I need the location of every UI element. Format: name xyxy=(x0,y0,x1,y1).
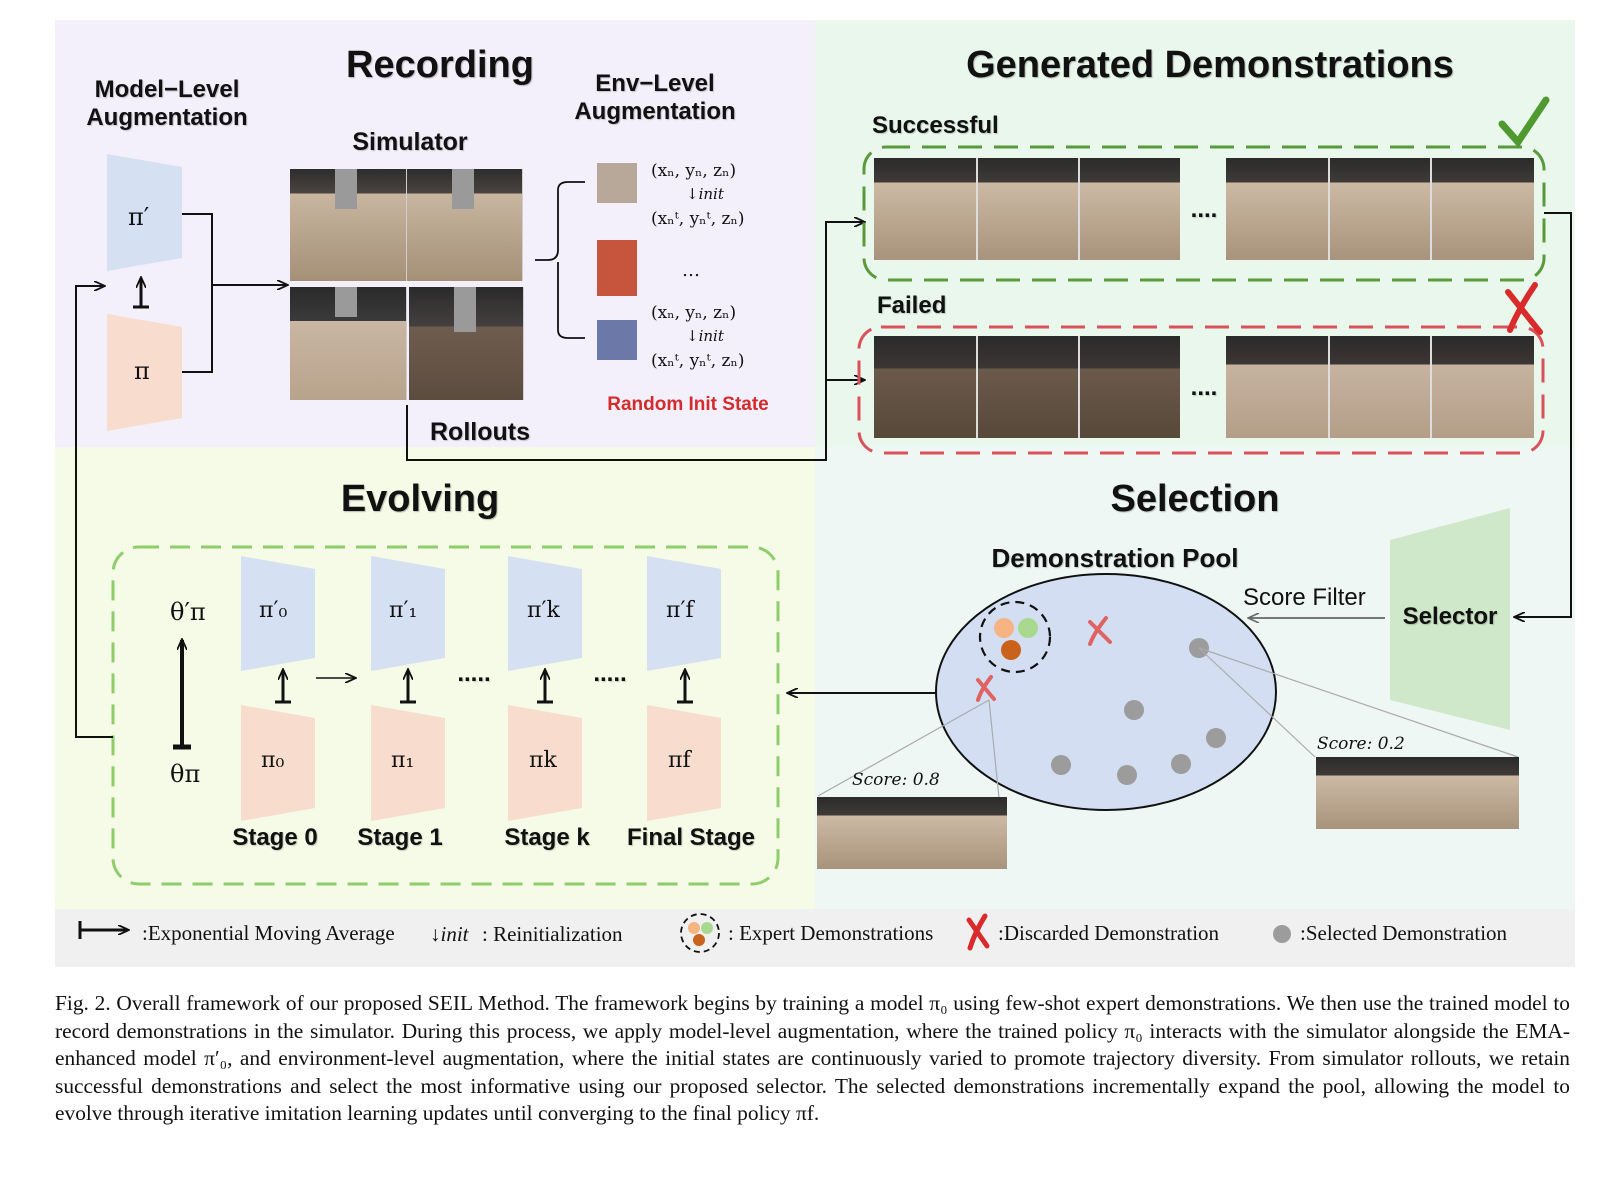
legend-discard-icon xyxy=(966,913,990,951)
failed-label: Failed xyxy=(877,292,947,319)
stage-final-policies xyxy=(647,556,721,821)
selected-dot xyxy=(1206,728,1226,748)
failed-ellipsis: .... xyxy=(1190,374,1218,401)
robot-arm xyxy=(335,169,357,209)
selected-dot xyxy=(1051,755,1071,775)
final-stage-label: Final Stage xyxy=(626,824,756,851)
discard-mark-2 xyxy=(976,675,996,702)
stage-k-bottom: πk xyxy=(529,748,557,773)
success-ellipsis: .... xyxy=(1190,196,1218,223)
init-state-1-after: (xₙᵗ, yₙᵗ, zₙ) xyxy=(651,209,745,229)
legend-selected-icon xyxy=(1273,925,1291,943)
theta-prime: θ′π xyxy=(170,598,206,626)
object-thumb-3 xyxy=(597,320,637,360)
legend-reinit-symbol: ↓init xyxy=(430,922,469,946)
object-thumb-1 xyxy=(597,163,637,203)
policy-prime-symbol: π′ xyxy=(128,203,150,231)
stage-dots-2: ..... xyxy=(593,660,627,687)
failed-rollout-frames-end xyxy=(1226,336,1534,438)
pool-label: Demonstration Pool xyxy=(991,543,1239,573)
stage-k-top: π′k xyxy=(527,598,560,623)
theta: θπ xyxy=(170,760,201,788)
init-state-2-arrow: ↓init xyxy=(686,327,724,345)
legend-selected: :Selected Demonstration xyxy=(1300,921,1508,945)
stage-k-label: Stage k xyxy=(504,824,590,851)
selection-title: Selection xyxy=(1110,478,1280,520)
score-low-label: Score: 0.2 xyxy=(1317,734,1405,754)
object-thumb-2 xyxy=(597,240,637,296)
successful-label: Successful xyxy=(872,112,999,139)
rollouts-label: Rollouts xyxy=(430,418,530,446)
robot-arm xyxy=(335,287,357,317)
random-init-label: Random Init State xyxy=(607,394,769,415)
stage-f-top: π′f xyxy=(666,598,694,623)
stage-1-label: Stage 1 xyxy=(357,824,443,851)
stage-0-label: Stage 0 xyxy=(232,824,318,851)
recording-title: Recording xyxy=(346,44,534,86)
discard-mark-1 xyxy=(1088,616,1112,646)
stage-0-policies xyxy=(241,556,315,821)
generated-title: Generated Demonstrations xyxy=(966,44,1454,86)
stage-1-bottom: π₁ xyxy=(391,748,415,773)
simulator-label: Simulator xyxy=(352,128,468,156)
init-state-2-before: (xₙ, yₙ, zₙ) xyxy=(651,303,737,323)
robot-arm xyxy=(452,169,474,209)
stage-k-policies xyxy=(508,556,582,821)
policy-prime-trapezoid xyxy=(107,154,182,271)
init-state-ellipsis: … xyxy=(682,260,700,281)
evolving-title: Evolving xyxy=(340,478,500,520)
env-aug-label: Env−Level Augmentation xyxy=(574,70,736,125)
score-high-label: Score: 0.8 xyxy=(852,770,940,790)
success-rollout-frames-end xyxy=(1226,158,1534,260)
legend-discarded: :Discarded Demonstration xyxy=(998,921,1220,945)
stage-0-bottom: π₀ xyxy=(261,748,285,773)
evolving-frame xyxy=(111,545,780,886)
init-state-1-arrow: ↓init xyxy=(686,185,724,203)
policy-trapezoid xyxy=(107,314,182,431)
legend-reinit: : Reinitialization xyxy=(482,922,623,946)
init-state-2-after: (xₙᵗ, yₙᵗ, zₙ) xyxy=(651,351,745,371)
stage-dots-1: ..... xyxy=(457,660,491,687)
legend-expert: : Expert Demonstrations xyxy=(728,921,934,945)
score-high-thumb xyxy=(817,797,1007,869)
success-rollout-frames xyxy=(874,158,1180,260)
score-low-thumb xyxy=(1316,757,1519,829)
stage-1-policies xyxy=(371,556,445,821)
legend-ema: :Exponential Moving Average xyxy=(142,921,395,945)
selected-dot xyxy=(1117,765,1137,785)
legend-bar xyxy=(55,909,1575,967)
init-state-1-before: (xₙ, yₙ, zₙ) xyxy=(651,161,737,181)
expert-cluster xyxy=(978,600,1052,674)
selected-dot xyxy=(1171,754,1191,774)
selected-dot xyxy=(1124,700,1144,720)
stage-f-bottom: πf xyxy=(668,748,691,773)
stage-0-top: π′₀ xyxy=(259,598,288,623)
figure-caption: Fig. 2. Overall framework of our propose… xyxy=(55,991,1570,1126)
policy-symbol: π xyxy=(134,357,150,385)
score-filter-label: Score Filter xyxy=(1243,584,1366,611)
model-aug-label: Model−Level Augmentation xyxy=(86,76,248,131)
check-icon xyxy=(1498,96,1550,148)
robot-arm xyxy=(454,287,476,332)
selector-label: Selector xyxy=(1402,603,1498,630)
selector-trapezoid xyxy=(1390,508,1510,730)
stage-1-top: π′₁ xyxy=(389,598,418,623)
failed-rollout-frames xyxy=(874,336,1180,438)
cross-icon xyxy=(1505,282,1543,335)
